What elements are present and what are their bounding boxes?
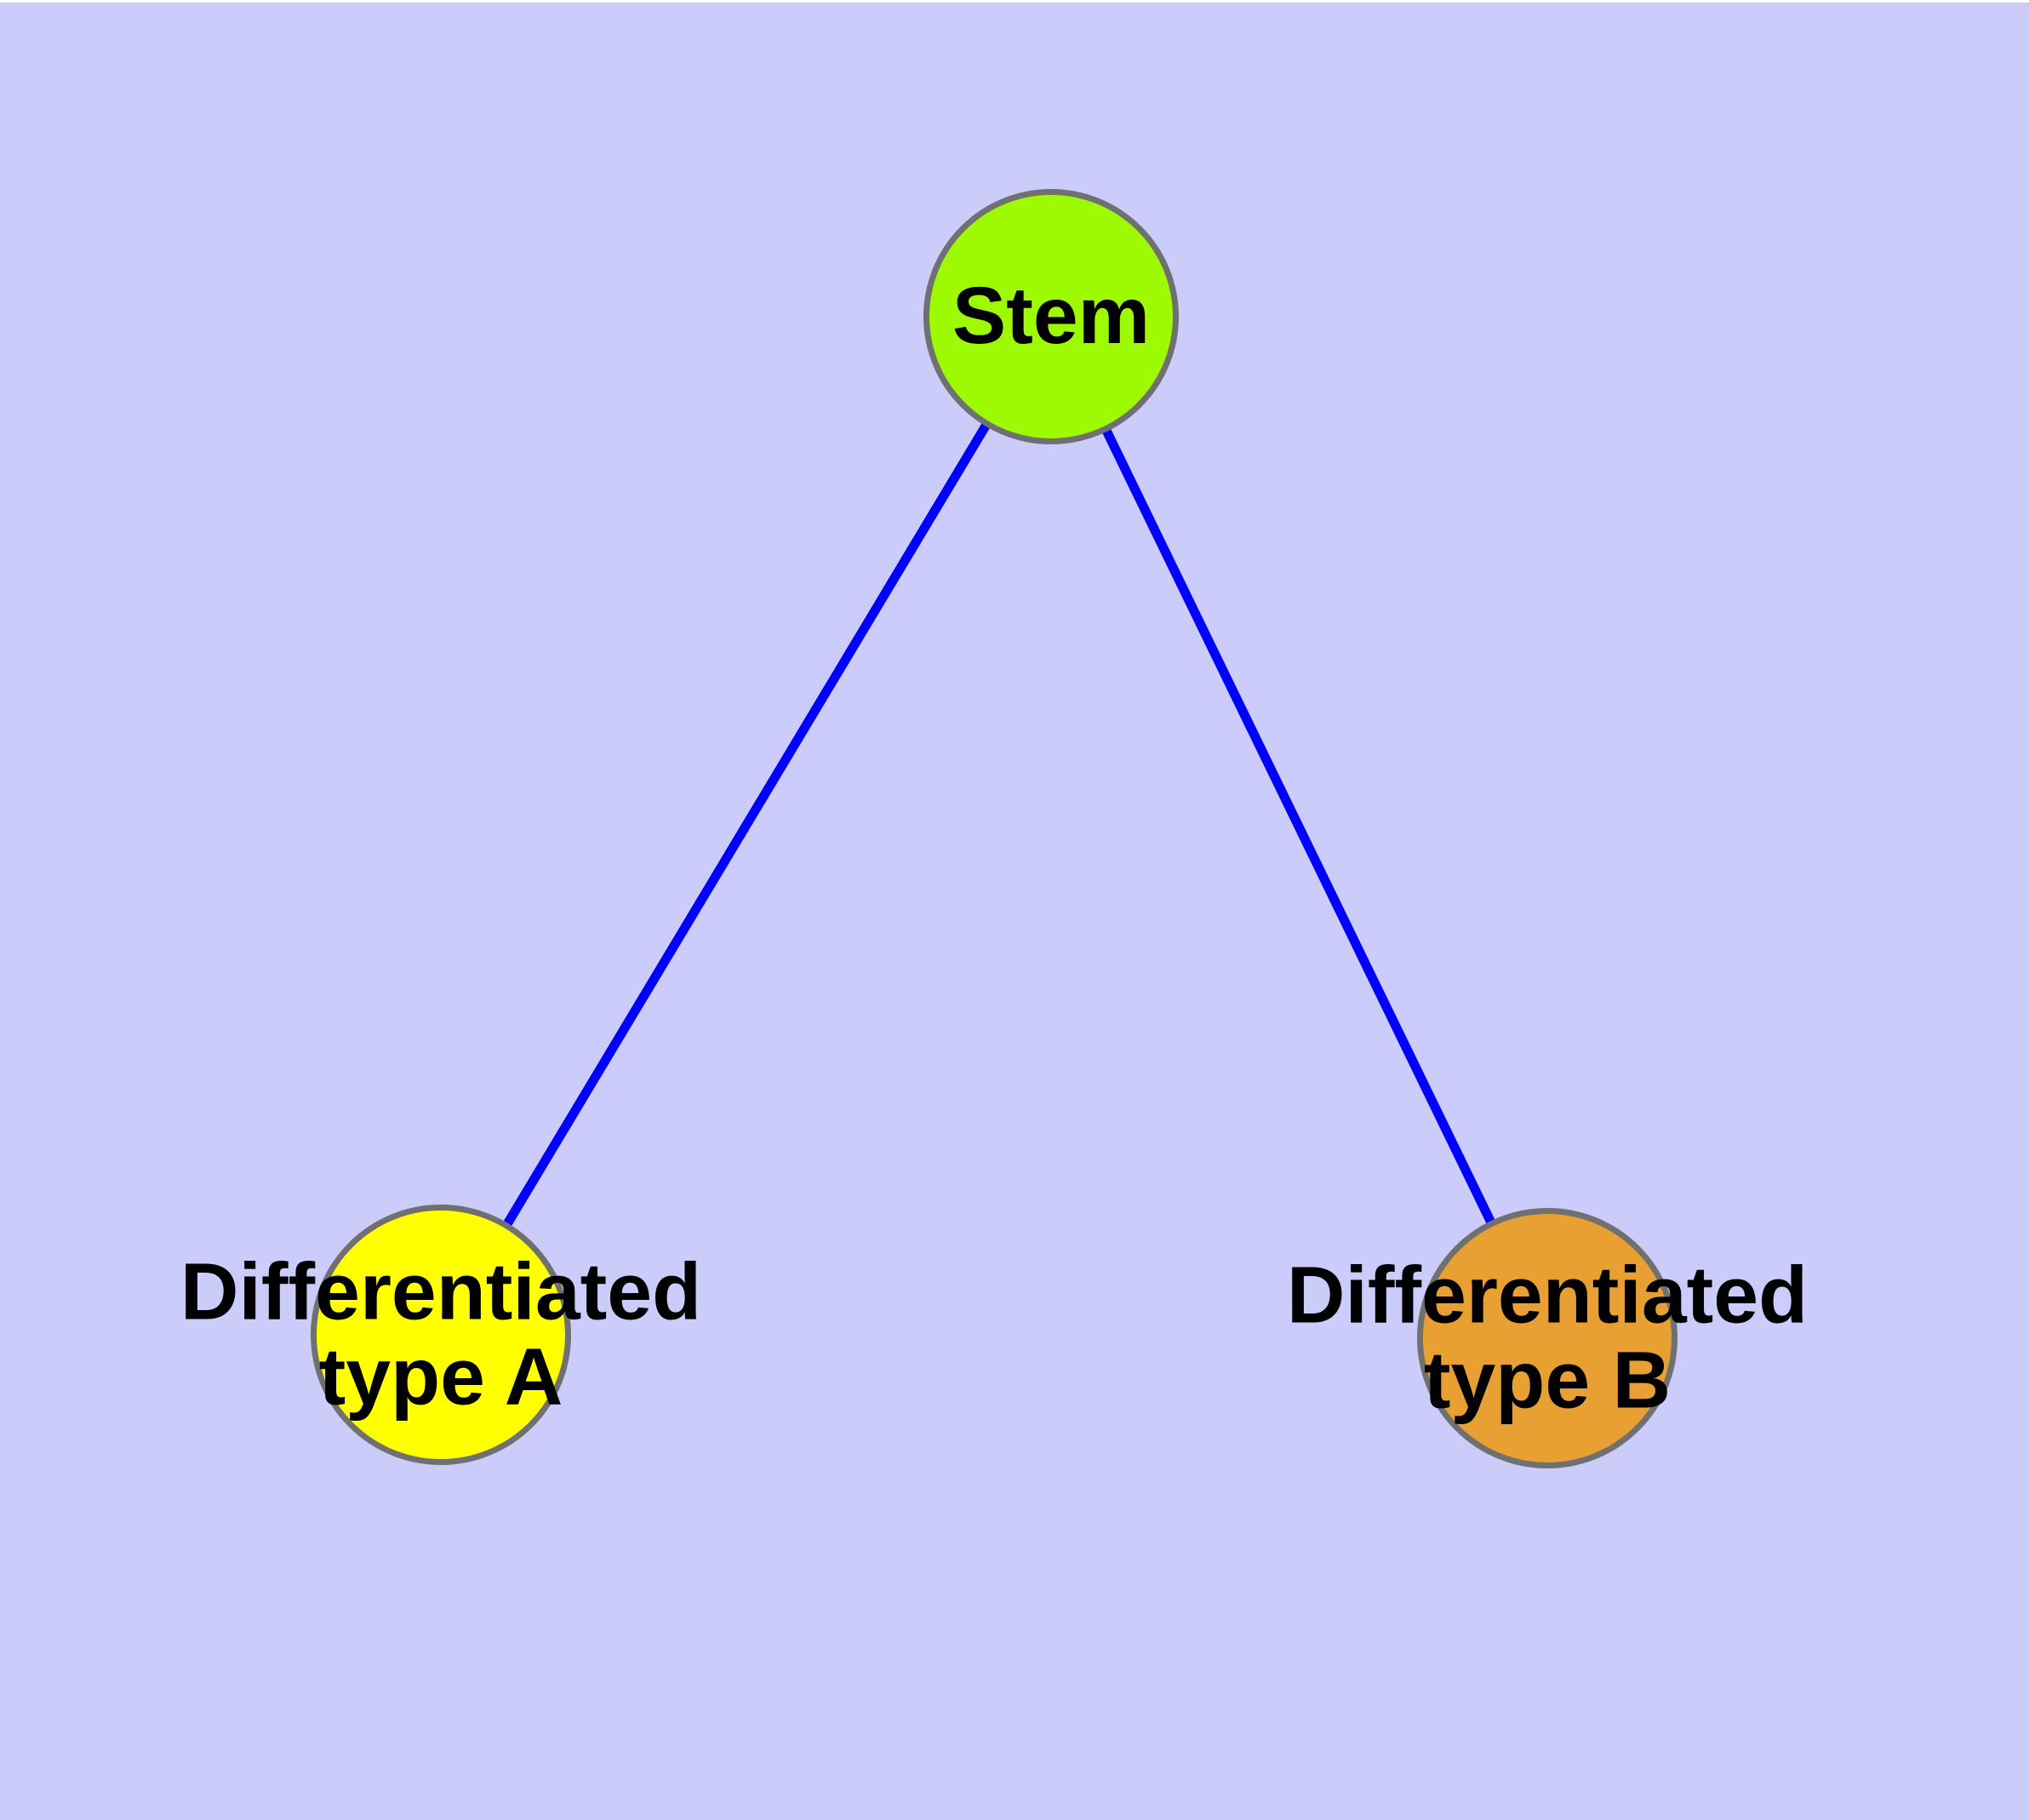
edge-stem-to-diff-a bbox=[437, 314, 1055, 1337]
node-stem[interactable] bbox=[923, 189, 1179, 444]
edge-stem-to-diff-b bbox=[1047, 314, 1552, 1341]
node-differentiated-type-a[interactable] bbox=[311, 1205, 571, 1465]
top-margin-strip bbox=[0, 0, 2029, 3]
node-differentiated-type-b[interactable] bbox=[1417, 1208, 1677, 1468]
